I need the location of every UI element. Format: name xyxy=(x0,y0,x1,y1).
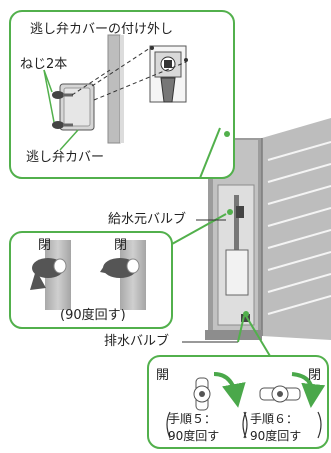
rotate-90-label: (90度回す) xyxy=(60,308,126,323)
drain-handle-closed xyxy=(259,385,301,403)
drain-valve-label: 排水バルブ xyxy=(104,334,170,349)
drain-closed-label: 閉 xyxy=(308,368,322,383)
screws-label: ねじ2本 xyxy=(20,57,68,72)
step5-caption: 手順５： 90度回す xyxy=(168,411,219,445)
supply-handle-closed xyxy=(30,258,67,290)
supply-closed-label-left: 閉 xyxy=(38,238,52,253)
relief-valve-cover-plate xyxy=(59,83,95,131)
step5-line2: 90度回す xyxy=(168,429,220,443)
supply-valve-label: 給水元バルブ xyxy=(108,212,187,227)
relief-valve-cover-label: 逃し弁カバー xyxy=(26,150,105,165)
drain-open-label: 開 xyxy=(156,368,170,383)
step6-line1: 手順６： xyxy=(250,412,299,426)
drain-handle-open xyxy=(193,377,211,411)
step5-line1: 手順５： xyxy=(168,412,217,426)
supply-closed-label-right: 閉 xyxy=(114,238,128,253)
screw-pair xyxy=(52,91,73,129)
water-heater-unit xyxy=(205,118,331,340)
step6-caption: 手順６： 90度回す xyxy=(250,411,301,445)
step6-line2: 90度回す xyxy=(250,429,302,443)
supply-handle-closed-rotated xyxy=(100,258,140,278)
cover-removal-title: 逃し弁カバーの付け外し xyxy=(30,22,174,37)
